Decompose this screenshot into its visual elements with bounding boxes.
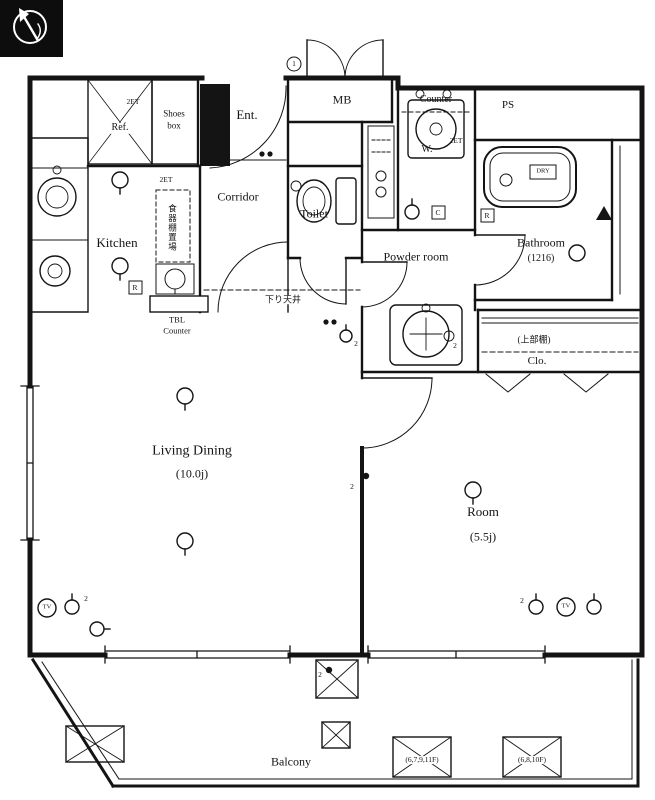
label-cupboard-space: 食器棚置場 bbox=[167, 204, 178, 252]
mark-two-d: 2 bbox=[318, 670, 322, 680]
labeled-boxes bbox=[128, 205, 495, 295]
symbols bbox=[37, 56, 602, 674]
kitchen-counter bbox=[29, 137, 89, 313]
mark-tv-a: TV bbox=[42, 603, 52, 611]
label-bathroom-size: (1216) bbox=[527, 252, 555, 264]
label-living-dining-size: (10.0j) bbox=[175, 466, 209, 481]
outlet-icon bbox=[64, 198, 602, 637]
mark-two-f: 2 bbox=[354, 339, 358, 349]
label-counter: Counter bbox=[419, 93, 453, 105]
mark-dry: DRY bbox=[536, 167, 550, 175]
door-room bbox=[361, 377, 433, 449]
interior-walls bbox=[86, 78, 644, 657]
mark-two-a: 2 bbox=[84, 594, 88, 604]
balcony-hatch-boxes bbox=[65, 659, 562, 778]
door-bathroom bbox=[474, 234, 526, 286]
kitchen-unit bbox=[155, 263, 195, 295]
label-entrance: Ent. bbox=[236, 107, 258, 123]
label-powder-room: Powder room bbox=[383, 249, 449, 264]
label-washing-machine: W. bbox=[421, 143, 433, 155]
bathtub bbox=[483, 146, 577, 208]
doors bbox=[200, 39, 609, 449]
door-entrance bbox=[200, 84, 287, 169]
mark-2et-c: 2ET bbox=[159, 175, 173, 185]
label-room-size: (5.5j) bbox=[469, 529, 497, 544]
mark-remote-a: R bbox=[132, 283, 138, 293]
fixtures bbox=[29, 79, 639, 366]
label-bathroom: Bathroom bbox=[517, 235, 565, 250]
mark-two-b: 2 bbox=[350, 482, 354, 492]
label-lowered-ceiling: 下り天井 bbox=[263, 294, 303, 305]
label-kitchen: Kitchen bbox=[96, 235, 138, 251]
mark-two-c: 2 bbox=[453, 341, 457, 351]
mark-two-e: 2 bbox=[520, 596, 524, 606]
mark-remote-b: R bbox=[484, 211, 490, 221]
mark-one: 1 bbox=[292, 59, 296, 69]
door-toilet bbox=[299, 257, 347, 305]
tv-outlet-icon bbox=[37, 597, 576, 618]
label-room: Room bbox=[467, 504, 499, 520]
label-closet: Clo. bbox=[527, 355, 547, 368]
label-pipe-space: PS bbox=[501, 99, 515, 112]
label-living-dining: Living Dining bbox=[152, 443, 232, 459]
compass-icon bbox=[0, 0, 63, 57]
label-meter-box: MB bbox=[332, 92, 352, 107]
label-toilet: Toilet bbox=[300, 206, 328, 221]
label-hatch-b: (6,8,10F) bbox=[517, 755, 547, 765]
switch-dots-icon bbox=[259, 151, 370, 674]
water-heater bbox=[367, 125, 395, 219]
vanity-basin bbox=[389, 303, 463, 366]
closet-interior bbox=[481, 317, 639, 353]
shoes-box bbox=[151, 79, 199, 165]
bath-stool bbox=[568, 244, 586, 262]
cupboard-space-box bbox=[155, 189, 191, 263]
circled-note bbox=[286, 56, 302, 72]
label-hatch-a: (6,7,9,11F) bbox=[404, 755, 440, 765]
door-closet-bifold bbox=[485, 373, 609, 393]
label-tbl-1: TBL bbox=[168, 314, 186, 325]
door-meter-box bbox=[306, 39, 384, 79]
label-shoes-box-2: box bbox=[167, 120, 181, 131]
label-corridor: Corridor bbox=[217, 189, 259, 204]
mark-tv-b: TV bbox=[561, 602, 571, 610]
label-refrigerator: Ref. bbox=[110, 121, 130, 134]
label-closet-shelf: (上部棚) bbox=[516, 334, 552, 345]
mark-control: C bbox=[435, 208, 441, 218]
door-powder-room bbox=[361, 261, 408, 308]
tbl-counter-top bbox=[149, 295, 209, 313]
label-balcony: Balcony bbox=[271, 754, 311, 769]
mark-2et-b: 2ET bbox=[449, 136, 463, 146]
access-panel-marker bbox=[596, 206, 612, 220]
ceiling-light-icon bbox=[111, 171, 482, 556]
label-shoes-box-1: Shoes bbox=[163, 108, 185, 119]
toilet-fixture bbox=[290, 177, 357, 225]
washing-machine-pan bbox=[407, 89, 465, 159]
mark-2et-a: 2ET bbox=[126, 97, 140, 107]
label-tbl-2: Counter bbox=[163, 325, 191, 336]
windows bbox=[20, 385, 546, 664]
balcony-structure bbox=[30, 657, 640, 789]
